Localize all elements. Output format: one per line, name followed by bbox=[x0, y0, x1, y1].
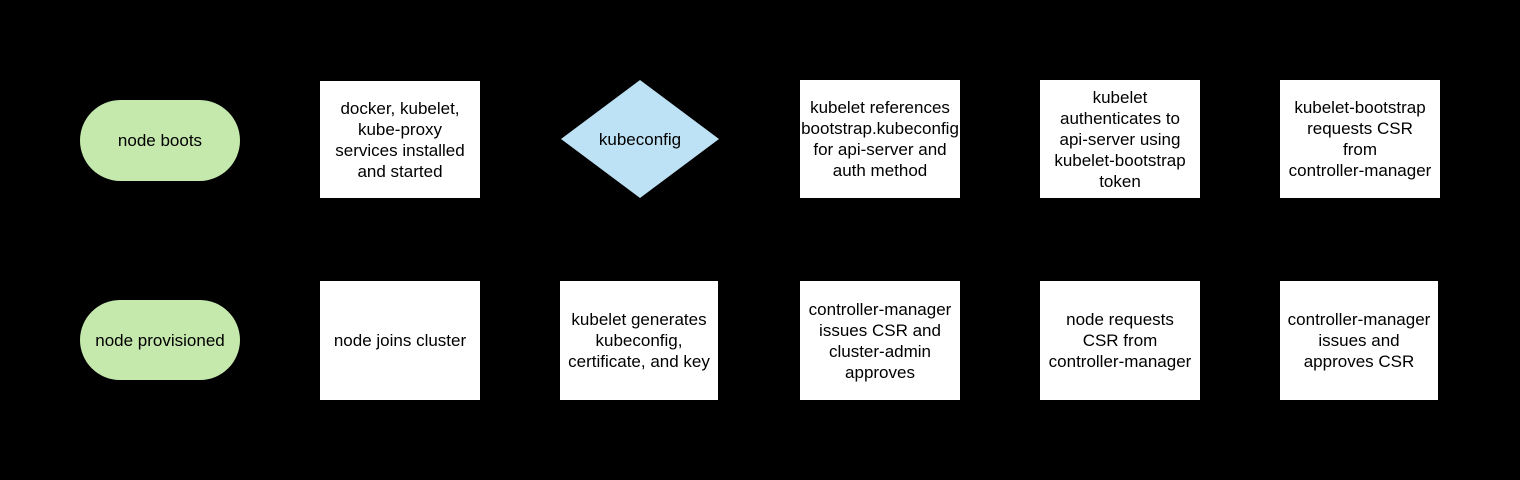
process-cm-issues-and-approves-csr: controller-manager issues and approves C… bbox=[1280, 281, 1438, 400]
process-node-joins-cluster: node joins cluster bbox=[320, 281, 480, 400]
process-services-installed: docker, kubelet, kube-proxy services ins… bbox=[320, 81, 480, 198]
kubelet-bootstrap-requests-csr-label: kubelet-bootstrap requests CSR from cont… bbox=[1288, 98, 1432, 180]
cm-issues-csr-admin-approves-label: controller-manager issues CSR and cluste… bbox=[808, 299, 952, 382]
process-kubelet-generates: kubelet generates kubeconfig, certificat… bbox=[560, 281, 718, 400]
kubeconfig-label: kubeconfig bbox=[598, 129, 682, 149]
node-provisioned-label: node provisioned bbox=[95, 330, 225, 350]
terminator-node-provisioned: node provisioned bbox=[80, 300, 240, 380]
cm-issues-and-approves-csr-label: controller-manager issues and approves C… bbox=[1287, 310, 1431, 371]
process-node-requests-csr: node requests CSR from controller-manage… bbox=[1040, 281, 1200, 400]
kubelet-authenticates-label: kubelet authenticates to api-server usin… bbox=[1054, 87, 1186, 191]
process-kubelet-authenticates: kubelet authenticates to api-server usin… bbox=[1040, 80, 1200, 198]
process-kubelet-references: kubelet references bootstrap.kubeconfig … bbox=[800, 80, 960, 198]
kubelet-references-label: kubelet references bootstrap.kubeconfig … bbox=[801, 98, 959, 180]
terminator-node-boots: node boots bbox=[80, 100, 240, 181]
kubelet-generates-label: kubelet generates kubeconfig, certificat… bbox=[568, 310, 710, 371]
process-cm-issues-csr-admin-approves: controller-manager issues CSR and cluste… bbox=[800, 281, 960, 400]
node-requests-csr-label: node requests CSR from controller-manage… bbox=[1048, 310, 1192, 371]
decision-kubeconfig: kubeconfig bbox=[561, 80, 719, 198]
services-installed-label: docker, kubelet, kube-proxy services ins… bbox=[335, 98, 465, 181]
node-joins-cluster-label: node joins cluster bbox=[333, 331, 467, 350]
node-boots-label: node boots bbox=[117, 131, 203, 150]
process-kubelet-bootstrap-requests-csr: kubelet-bootstrap requests CSR from cont… bbox=[1280, 80, 1440, 198]
